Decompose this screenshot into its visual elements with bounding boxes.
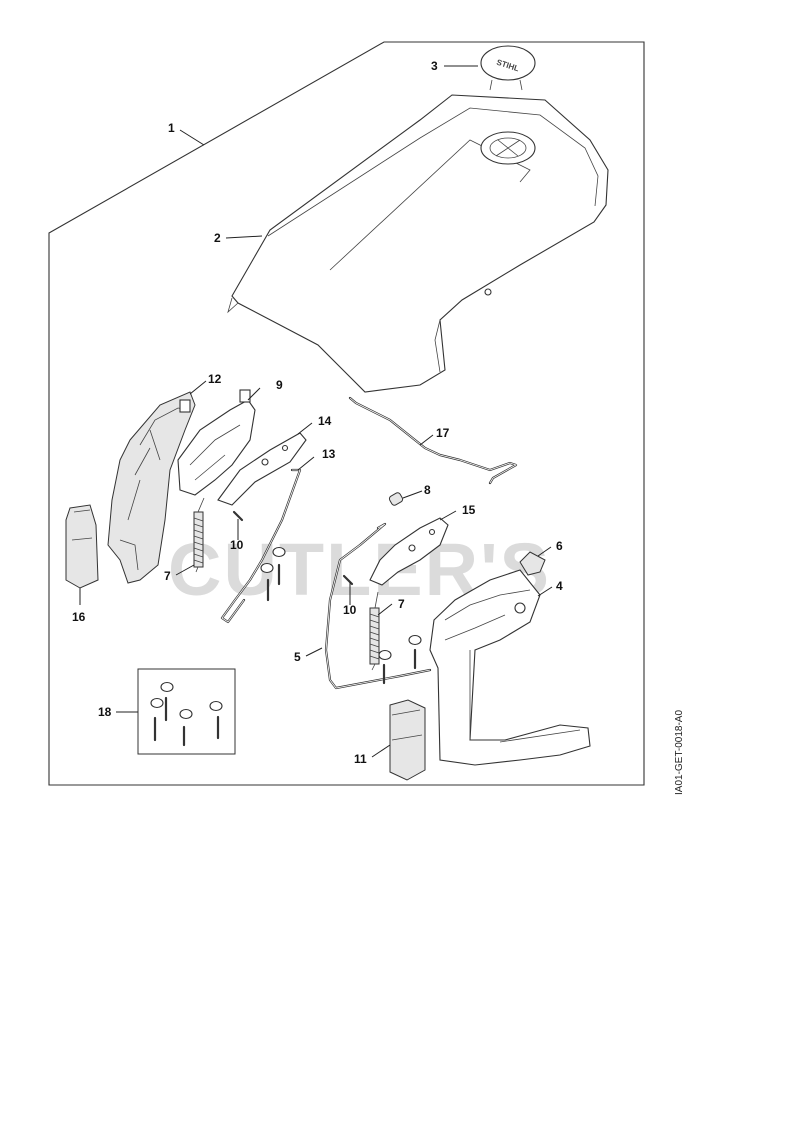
wire-17 (348, 396, 518, 485)
label-part-18: 18 (98, 705, 112, 719)
small-cover-left (65, 504, 99, 589)
pin-left (232, 510, 244, 522)
hardware-kit (137, 668, 236, 755)
part-labels: 1 2 3 4 5 6 7 7 8 9 10 10 11 12 13 14 15… (72, 59, 563, 766)
label-part-3: 3 (431, 59, 438, 73)
latch-housing (177, 389, 256, 496)
lever-left (217, 432, 307, 506)
wire-rod-left (220, 468, 302, 624)
lever-right (369, 517, 449, 586)
assembly-frame (48, 41, 645, 786)
small-cap-8 (388, 492, 404, 506)
label-part-1: 1 (168, 121, 175, 135)
label-part-10b: 10 (343, 603, 357, 617)
label-part-16: 16 (72, 610, 86, 624)
hardware-right (378, 634, 422, 685)
leader-lines (79, 65, 553, 758)
wire-rod-right (324, 522, 432, 690)
spring-right (369, 591, 380, 671)
label-part-11: 11 (354, 752, 367, 766)
label-part-4: 4 (556, 579, 563, 593)
label-part-12: 12 (208, 372, 222, 386)
spring-left (193, 497, 205, 573)
label-part-14: 14 (318, 414, 332, 428)
label-part-5: 5 (294, 650, 301, 664)
label-part-2: 2 (214, 231, 221, 245)
small-cover-right (389, 699, 426, 781)
cover-shell (227, 94, 609, 393)
hardware-left (260, 546, 286, 602)
label-part-7b: 7 (398, 597, 405, 611)
label-part-17: 17 (436, 426, 450, 440)
label-part-10a: 10 (230, 538, 244, 552)
pin-right (342, 574, 354, 586)
label-part-13: 13 (322, 447, 336, 461)
latch-6 (519, 551, 546, 576)
document-id: IA01-GET-0018-A0 (674, 710, 685, 795)
label-part-6: 6 (556, 539, 563, 553)
label-part-9: 9 (276, 378, 283, 392)
stand-assembly (429, 569, 591, 766)
cover-cap: STIHL (480, 45, 536, 91)
label-part-15: 15 (462, 503, 476, 517)
label-part-8: 8 (424, 483, 431, 497)
label-part-7a: 7 (164, 569, 171, 583)
left-bracket (107, 391, 196, 584)
